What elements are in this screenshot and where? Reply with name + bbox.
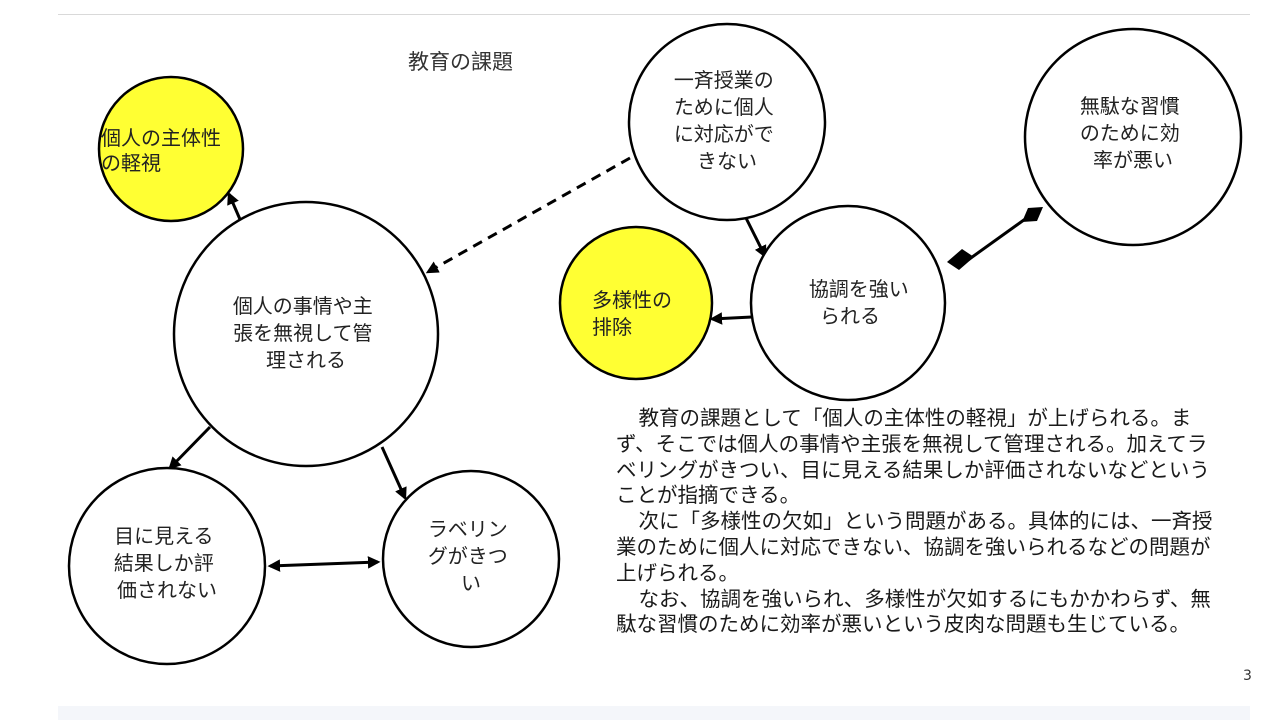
explanation-text: 教育の課題として「個人の主体性の軽視」が上げられる。まず、そこでは個人の事情や主… (616, 406, 1226, 638)
node-text: 多様性の 排除 (592, 288, 678, 339)
dashed-arrow-uniform-lessons-to-managed (425, 156, 631, 274)
node-text: 一斉授業の ために個人 に対応がで きない (674, 68, 780, 173)
node-wasteful-habits: 無駄な習慣 のために効 率が悪い (1023, 27, 1243, 247)
top-divider (58, 14, 1250, 15)
paragraph-individual-neglect: 教育の課題として「個人の主体性の軽視」が上げられる。まず、そこでは個人の事情や主… (616, 406, 1210, 508)
paragraph-diversity: 次に「多様性の欠如」という問題がある。具体的には、一斉授業のために個人に対応でき… (616, 509, 1213, 585)
node-visible-results: 目に見える 結果しか評 価されない (67, 466, 267, 666)
slide-title: 教育の課題 (408, 50, 513, 74)
node-individual-neglect: 個人の主体性 の軽視 (97, 75, 245, 223)
arrow-managed-to-visible-results (168, 425, 212, 470)
node-text: 個人の事情や主 張を無視して管 理される (233, 294, 379, 372)
node-managed: 個人の事情や主 張を無視して管 理される (172, 200, 440, 468)
diamond-link-wasteful-habits-forced-cooperation (967, 215, 1029, 262)
arrow-uniform-lessons-to-forced-cooperation (741, 211, 767, 259)
node-text: ラベリン グがきつ い (428, 517, 514, 595)
node-text: 協調を強い られる (809, 277, 915, 328)
node-forced-cooperation: 協調を強い られる (749, 204, 947, 402)
bottom-band (58, 706, 1250, 720)
node-text: 個人の主体性 の軽視 (101, 126, 227, 175)
diamond-head-top (1022, 207, 1043, 222)
paragraph-inefficiency: なお、協調を強いられ、多様性が欠如するにもかかわらず、無駄な習慣のために効率が悪… (616, 586, 1211, 637)
page-number: 3 (1243, 668, 1252, 684)
node-diversity-exclusion: 多様性の 排除 (558, 225, 714, 381)
node-text: 目に見える 結果しか評 価されない (114, 524, 220, 602)
arrow-visible-results-labeling (267, 556, 381, 572)
node-text: 無駄な習慣 のために効 率が悪い (1080, 94, 1186, 172)
arrow-managed-to-labeling (380, 446, 407, 501)
diamond-head-bottom (947, 249, 974, 270)
arrow-forced-cooperation-to-diversity-exclusion (709, 312, 753, 325)
node-uniform-lessons: 一斉授業の ために個人 に対応がで きない (627, 22, 827, 222)
node-labeling: ラベリン グがきつ い (381, 469, 561, 649)
